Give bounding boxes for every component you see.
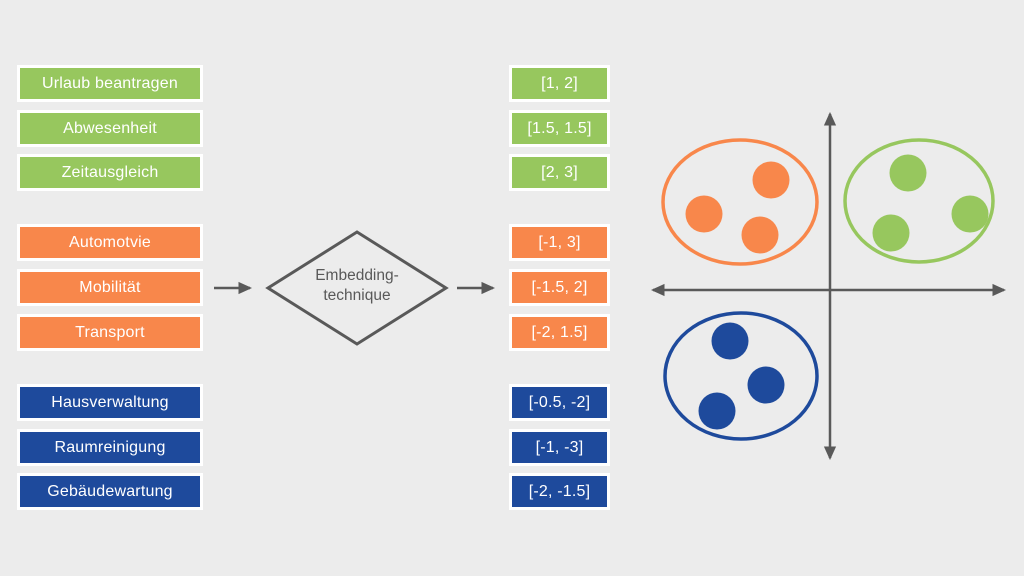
term-box-transport: Transport xyxy=(17,314,203,351)
green-point xyxy=(889,154,927,192)
green-point xyxy=(951,195,989,233)
term-box-urlaub-beantragen: Urlaub beantragen xyxy=(17,65,203,102)
term-label: Gebäudewartung xyxy=(47,482,173,500)
term-label: Abwesenheit xyxy=(63,119,157,137)
vector-box-urlaub-beantragen: [1, 2] xyxy=(509,65,610,102)
blue-point xyxy=(747,366,785,404)
term-box-gebaeudewartung: Gebäudewartung xyxy=(17,473,203,510)
term-label: Urlaub beantragen xyxy=(42,74,178,92)
vector-value: [1.5, 1.5] xyxy=(527,119,592,137)
green-point xyxy=(872,214,910,252)
vector-value: [-1, -3] xyxy=(535,438,584,456)
vector-box-zeitausgleich: [2, 3] xyxy=(509,154,610,191)
vector-box-abwesenheit: [1.5, 1.5] xyxy=(509,110,610,147)
green-cluster-ellipse xyxy=(843,138,995,264)
orange-point xyxy=(741,216,779,254)
term-box-abwesenheit: Abwesenheit xyxy=(17,110,203,147)
term-box-hausverwaltung: Hausverwaltung xyxy=(17,384,203,421)
vector-value: [2, 3] xyxy=(541,163,578,181)
term-box-mobilitaet: Mobilität xyxy=(17,269,203,306)
vector-value: [-1.5, 2] xyxy=(531,278,588,296)
blue-point xyxy=(698,392,736,430)
term-label: Hausverwaltung xyxy=(51,393,169,411)
term-label: Automotvie xyxy=(68,233,152,251)
vector-box-transport: [-2, 1.5] xyxy=(509,314,610,351)
embedding-label-line2: technique xyxy=(323,287,391,304)
term-box-automotvie: Automotvie xyxy=(17,224,203,261)
orange-point xyxy=(752,161,790,199)
vector-value: [1, 2] xyxy=(541,74,578,92)
vector-value: [-2, 1.5] xyxy=(531,323,588,341)
term-label: Raumreinigung xyxy=(54,438,166,456)
vector-box-raumreinigung: [-1, -3] xyxy=(509,429,610,466)
orange-cluster-ellipse xyxy=(661,138,819,266)
vector-box-gebaeudewartung: [-2, -1.5] xyxy=(509,473,610,510)
vector-value: [-1, 3] xyxy=(538,233,581,251)
vector-box-automotvie: [-1, 3] xyxy=(509,224,610,261)
blue-cluster-ellipse xyxy=(663,311,819,441)
vector-value: [-0.5, -2] xyxy=(528,393,591,411)
orange-point xyxy=(685,195,723,233)
embedding-label-line1: Embedding- xyxy=(315,267,399,284)
embedding-diamond-label: Embedding- technique xyxy=(267,266,447,306)
term-box-zeitausgleich: Zeitausgleich xyxy=(17,154,203,191)
blue-point xyxy=(711,322,749,360)
term-label: Mobilität xyxy=(79,278,141,296)
vector-box-hausverwaltung: [-0.5, -2] xyxy=(509,384,610,421)
term-box-raumreinigung: Raumreinigung xyxy=(17,429,203,466)
term-label: Zeitausgleich xyxy=(61,163,159,181)
vector-value: [-2, -1.5] xyxy=(528,482,591,500)
embedding-diamond-shape xyxy=(265,230,449,346)
vector-box-mobilitaet: [-1.5, 2] xyxy=(509,269,610,306)
term-label: Transport xyxy=(75,323,145,341)
